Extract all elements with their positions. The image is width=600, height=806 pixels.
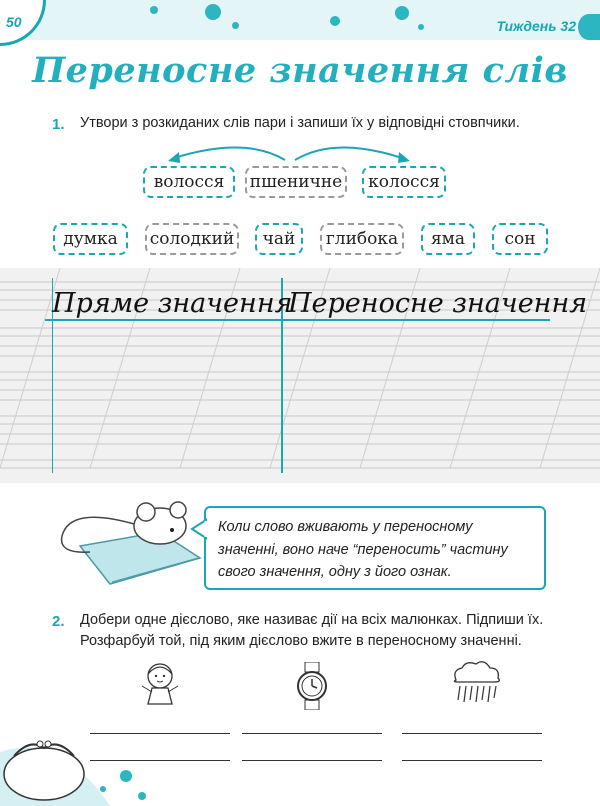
watch-icon	[297, 662, 327, 710]
word-card-kolossya: колосся	[362, 166, 446, 198]
task2-line2: Розфарбуй той, під яким дієслово вжите в…	[80, 633, 522, 649]
decor-dot	[100, 786, 106, 792]
decor-dot	[578, 14, 600, 40]
week-label: Тиждень 32	[496, 18, 576, 34]
decor-dot	[232, 22, 239, 29]
task2-line1: Добери одне дієслово, яке називає дії на…	[80, 612, 544, 628]
ruled-lines	[0, 268, 600, 469]
girl-icon	[141, 663, 179, 705]
arrow-right-head	[398, 152, 410, 163]
page-number: 50	[6, 14, 22, 30]
word-card-yama: яма	[421, 223, 475, 255]
decor-dot	[205, 4, 221, 20]
column-right-header: Переносне значення	[288, 288, 588, 319]
pair-arrows	[168, 146, 410, 163]
writing-area: Пряме значення Переносне значення	[0, 268, 600, 483]
margin-line	[52, 278, 53, 473]
rain-cloud-icon	[453, 661, 500, 703]
decor-dot	[150, 6, 158, 14]
decor-dot	[418, 24, 424, 30]
answer-line[interactable]	[242, 760, 382, 761]
answer-line[interactable]	[242, 733, 382, 734]
task1-number: 1.	[52, 116, 65, 133]
word-card-dumka: думка	[53, 223, 128, 255]
mouse-book-illustration	[60, 501, 202, 585]
answer-line[interactable]	[402, 733, 542, 734]
column-left-header: Пряме значення	[52, 288, 293, 319]
answer-line[interactable]	[90, 760, 230, 761]
arrow-left	[173, 146, 286, 161]
word-card-volossya: волосся	[143, 166, 235, 198]
page-title: Переносне значення слів	[32, 50, 568, 91]
word-card-son: сон	[492, 223, 548, 255]
note-pointer	[190, 518, 208, 540]
arrow-left-head	[168, 152, 180, 163]
task1-text: Утвори з розкиданих слів пари і запиши ї…	[80, 115, 520, 131]
rule-note: Коли слово вживають у переносному значен…	[204, 506, 546, 590]
answer-line[interactable]	[402, 760, 542, 761]
decor-dot	[120, 770, 132, 782]
word-card-chai: чай	[255, 223, 303, 255]
column-divider	[281, 278, 283, 473]
word-card-hlyboka: глибока	[320, 223, 404, 255]
purse-illustration	[0, 740, 110, 806]
task2-number: 2.	[52, 613, 65, 630]
arrow-right	[294, 146, 403, 161]
decor-dot	[138, 792, 146, 800]
word-card-pshenychne: пшеничне	[245, 166, 347, 198]
answer-line[interactable]	[90, 733, 230, 734]
header-band	[0, 0, 600, 40]
decor-dot	[395, 6, 409, 20]
word-card-solodkyi: солодкий	[145, 223, 239, 255]
decor-dot	[330, 16, 340, 26]
